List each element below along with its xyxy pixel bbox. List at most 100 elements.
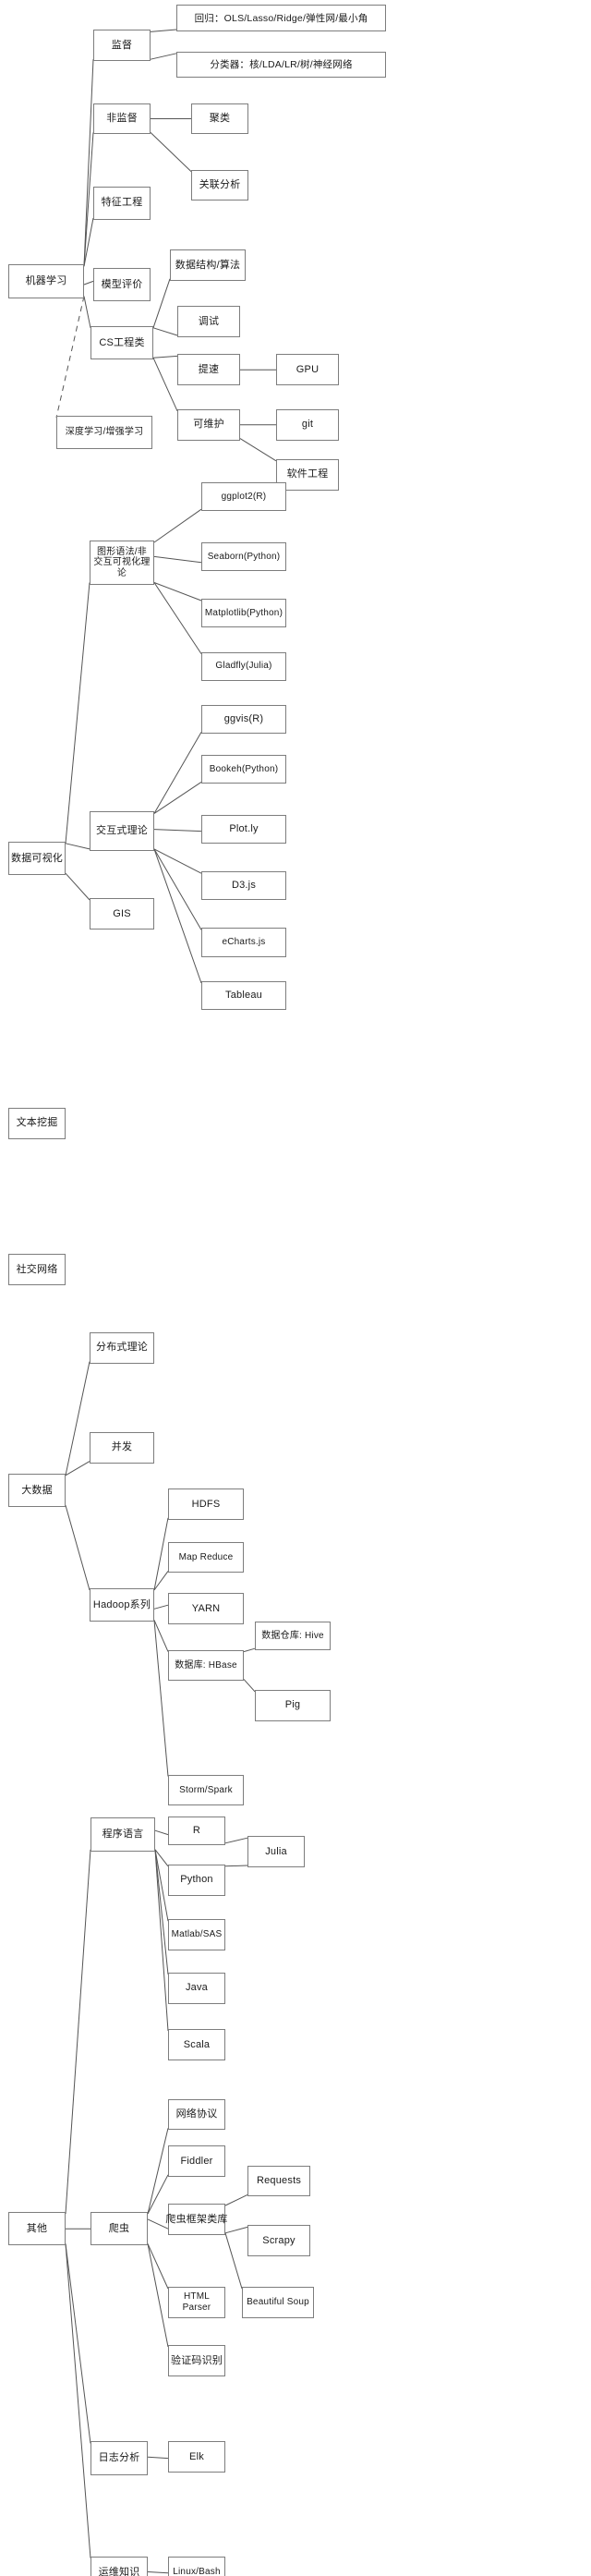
node-assoc[interactable]: 关联分析 [191,169,248,201]
node-mapreduce[interactable]: Map Reduce [168,1541,244,1574]
node-stormspark[interactable]: Storm/Spark [168,1774,244,1806]
node-java[interactable]: Java [168,1972,225,2004]
edge-interactive-to-plotly [153,829,202,832]
edge-hadoop-to-mapreduce [153,1571,169,1591]
edge-spider-to-htmlparser [147,2243,169,2290]
edge-dataviz-to-interactive [65,843,90,850]
node-echarts[interactable]: eCharts.js [201,928,286,957]
node-speedup[interactable]: 提速 [177,354,240,386]
edge-bigdata-to-concurrency [65,1461,90,1476]
node-proglang[interactable]: 程序语言 [90,1817,155,1852]
node-htmlparser[interactable]: HTML Parser [168,2287,225,2318]
node-elk[interactable]: Elk [168,2441,225,2473]
node-seaborn[interactable]: Seaborn(Python) [201,541,286,571]
node-ml[interactable]: 机器学习 [8,264,84,298]
node-deeplearn[interactable]: 深度学习/增强学习 [56,416,152,450]
node-loganalysis[interactable]: 日志分析 [90,2441,148,2475]
edge-hadoop-to-yarn [153,1604,169,1610]
node-git[interactable]: git [276,408,339,441]
node-other[interactable]: 其他 [8,2212,66,2246]
node-regression[interactable]: 回归：OLS/Lasso/Ridge/弹性网/最小角 [176,5,386,31]
edge-interactive-to-ggvis [153,732,202,814]
node-socialnet[interactable]: 社交网络 [8,1254,66,1285]
node-modeleval[interactable]: 模型评价 [93,267,151,302]
node-scala[interactable]: Scala [168,2029,225,2060]
node-supervised[interactable]: 监督 [93,30,151,62]
node-hbase[interactable]: 数据库: HBase [168,1649,244,1682]
edge-spider-to-captcha [147,2243,169,2348]
edge-bigdata-to-hadoop [65,1505,90,1591]
node-concurrency[interactable]: 并发 [90,1431,154,1464]
node-netproto[interactable]: 网络协议 [168,2098,225,2131]
node-gpu[interactable]: GPU [276,354,339,386]
edge-supervised-to-classifier [150,53,177,60]
node-classifier[interactable]: 分类器：核/LDA/LR/树/神经网络 [176,51,386,79]
edge-other-to-loganalysis [65,2243,91,2444]
node-gladfly[interactable]: Gladfly(Julia) [201,651,286,681]
node-python[interactable]: Python [168,1864,225,1896]
edge-spiderfw-to-scrapy [224,2226,248,2234]
node-hdfs[interactable]: HDFS [168,1488,244,1520]
node-hive[interactable]: 数据仓库: Hive [255,1622,331,1651]
node-linuxbash[interactable]: Linux/Bash [168,2556,225,2576]
node-opsknow[interactable]: 运维知识 [90,2556,148,2576]
edge-unsupervised-to-assoc [150,132,192,172]
node-grammargraph[interactable]: 图形语法/非交互可视化理论 [90,541,154,585]
edge-grammargraph-to-matplotlib [153,582,202,601]
edge-loganalysis-to-elk [147,2456,169,2460]
edge-interactive-to-echarts [153,848,202,930]
node-dataviz[interactable]: 数据可视化 [8,841,66,876]
node-distributed[interactable]: 分布式理论 [90,1331,154,1364]
node-matplotlib[interactable]: Matplotlib(Python) [201,599,286,628]
edge-spiderfw-to-beautifulsoup [224,2232,243,2290]
edge-dataviz-to-gis [65,872,90,901]
node-spider[interactable]: 爬虫 [90,2212,148,2246]
edge-hadoop-to-stormspark [153,1620,169,1777]
node-cseng[interactable]: CS工程类 [90,325,153,360]
node-unsupervised[interactable]: 非监督 [93,103,151,135]
edge-cseng-to-dsalgo [152,278,171,328]
node-interactive[interactable]: 交互式理论 [90,811,154,851]
node-tableau[interactable]: Tableau [201,981,286,1011]
node-plotly[interactable]: Plot.ly [201,815,286,844]
edge-interactive-to-tableau [153,848,202,984]
node-hadoop[interactable]: Hadoop系列 [90,1588,154,1622]
edge-proglang-to-python [154,1849,169,1867]
edge-interactive-to-d3 [153,848,202,874]
node-requests[interactable]: Requests [247,2165,310,2197]
node-d3[interactable]: D3.js [201,871,286,901]
edge-grammargraph-to-ggplot2 [153,508,202,543]
node-gis[interactable]: GIS [90,898,154,930]
node-fiddler[interactable]: Fiddler [168,2145,225,2177]
node-captcha[interactable]: 验证码识别 [168,2345,225,2376]
node-matlabsas[interactable]: Matlab/SAS [168,1919,225,1950]
edge-ml-to-unsupervised [83,132,94,267]
node-softeng[interactable]: 软件工程 [276,458,339,491]
edge-supervised-to-regression [150,29,177,32]
node-textmining[interactable]: 文本挖掘 [8,1107,66,1139]
node-yarn[interactable]: YARN [168,1593,244,1625]
node-julia[interactable]: Julia [247,1836,305,1867]
edge-spider-to-netproto [147,2128,169,2215]
edge-hadoop-to-hbase [153,1620,169,1652]
node-beautifulsoup[interactable]: Beautiful Soup [242,2287,314,2318]
node-spiderfw[interactable]: 爬虫框架类库 [165,2204,227,2235]
edge-r-to-julia [224,1837,248,1844]
node-pig[interactable]: Pig [255,1689,331,1721]
node-r[interactable]: R [168,1816,225,1845]
edge-hbase-to-hive [243,1647,256,1653]
node-scrapy[interactable]: Scrapy [247,2225,310,2257]
node-ggvis[interactable]: ggvis(R) [201,705,286,735]
node-bookeh[interactable]: Bookeh(Python) [201,755,286,784]
node-dsalgo[interactable]: 数据结构/算法 [170,249,246,281]
node-feature[interactable]: 特征工程 [93,186,151,220]
node-cluster[interactable]: 聚类 [191,103,248,135]
node-debug[interactable]: 调试 [177,306,240,337]
edge-proglang-to-r [154,1829,169,1836]
node-ggplot2[interactable]: ggplot2(R) [201,482,286,512]
node-bigdata[interactable]: 大数据 [8,1473,66,1508]
edge-spider-to-fiddler [147,2174,169,2215]
node-maintain[interactable]: 可维护 [177,408,240,441]
